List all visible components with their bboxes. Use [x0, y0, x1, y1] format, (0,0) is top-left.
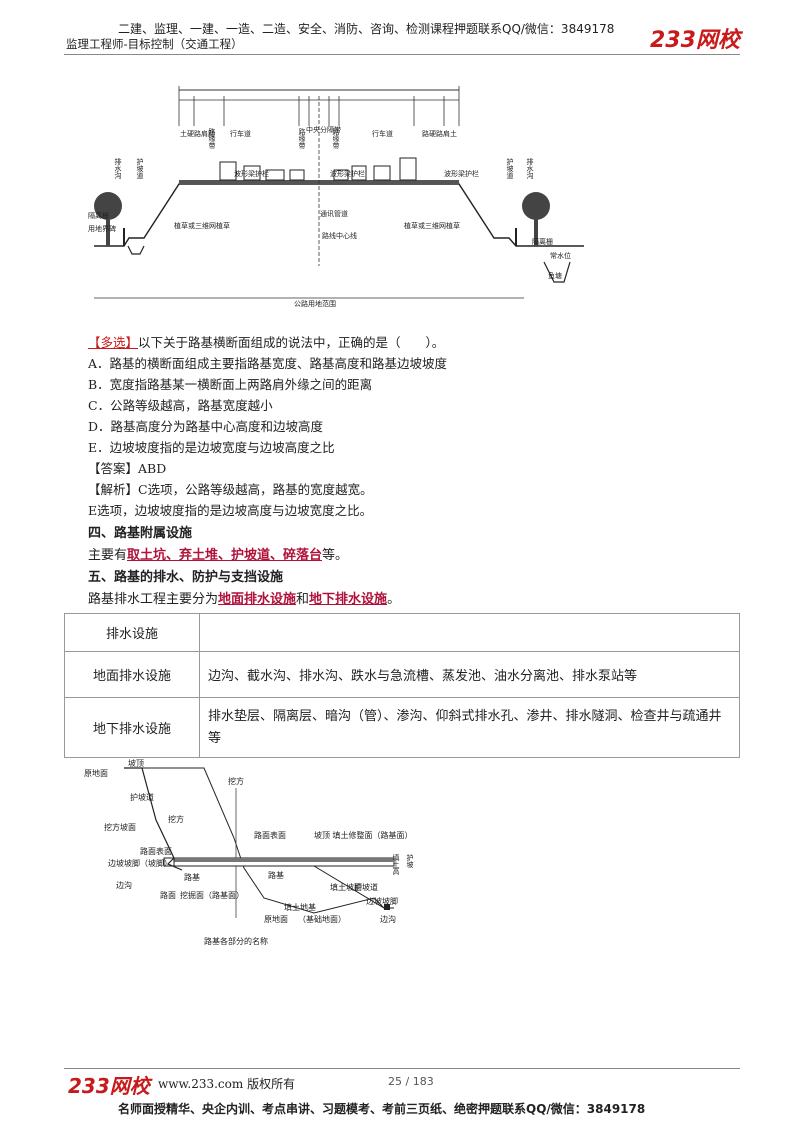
- label-lane-r: 行车道: [372, 129, 393, 138]
- label-ditch-l: 排水沟: [114, 157, 122, 180]
- header-logo: 233网校: [650, 28, 740, 53]
- section4-pre: 主要有: [88, 548, 128, 563]
- section4-post: 等。: [322, 548, 349, 563]
- section5-post: 。: [387, 592, 401, 607]
- label-fence-r: 隔离栅: [532, 237, 553, 246]
- table-row: 地面排水设施 边沟、截水沟、排水沟、跌水与急流槽、蒸发池、油水分离池、排水泵站等: [64, 651, 740, 698]
- subgrade-parts-figure: 坡顶 原地面 护坡道 挖方 挖方 挖方坡面 路面表面 边坡坡脚（坡脚） 边沟 路…: [84, 758, 414, 946]
- answer: 【答案】ABD: [88, 461, 167, 476]
- table-header-row: 排水设施: [64, 613, 740, 652]
- label-edge-mr: 路缘带: [332, 127, 340, 150]
- label-berm-r: 护坡道: [506, 157, 514, 180]
- section4-title: 四、路基附属设施: [88, 526, 193, 541]
- road-cross-section-figure: 土硬路肩路 行车道 中央分隔带 行车道 路硬路肩土 波形梁护栏 波形梁护栏 波形…: [88, 86, 584, 308]
- question-stem: 以下关于路基横断面组成的说法中，正确的是（ ）。: [138, 335, 445, 350]
- fig2-slope-top: 坡顶 填土修整面（路基面）: [314, 830, 413, 840]
- section4-body: 主要有取土坑、弃土堆、护坡道、碎落台等。: [88, 544, 348, 563]
- label-edge-l: 路缘带: [208, 127, 216, 150]
- fig2-caption: 路基各部分的名称: [204, 936, 268, 946]
- label-guard-r: 波形梁护栏: [444, 169, 479, 178]
- header-divider: [64, 54, 740, 55]
- fig2-berm2: 护坡道: [354, 882, 378, 892]
- label-land-pile: 用地界碑: [88, 224, 116, 233]
- label-range: 公路用地范围: [294, 299, 336, 308]
- fig2-wall: 护坡: [406, 853, 414, 869]
- footer-logo: 233网校: [68, 1074, 150, 1098]
- fig2-top: 坡顶: [128, 758, 144, 768]
- option-d: D．路基高度分为路基中心高度和边坡高度: [88, 419, 324, 434]
- fig2-excav-surface: 挖掘面（路基面）: [180, 890, 244, 900]
- drainage-table: 排水设施 地面排水设施 边沟、截水沟、排水沟、跌水与急流槽、蒸发池、油水分离池、…: [64, 613, 740, 758]
- footer-divider: [64, 1068, 740, 1069]
- label-grass-r: 植草或三维网植草: [404, 221, 460, 230]
- page-number: 25 / 183: [388, 1075, 434, 1088]
- option-e: E．边坡坡度指的是边坡宽度与边坡高度之比: [88, 440, 335, 455]
- fig2-fill-h: 填土高: [392, 853, 400, 876]
- fig2-cut2: 挖方: [168, 814, 184, 824]
- analysis-1: 【解析】C选项，公路等级越高，路基的宽度越宽。: [88, 482, 373, 497]
- fig2-orig-ground: 原地面: [264, 914, 288, 924]
- label-fence: 隔离栅: [88, 211, 109, 220]
- fig2-fill-base: 填土地基: [284, 902, 316, 912]
- label-median: 中央分隔带: [306, 125, 341, 134]
- label-berm-l: 护坡道: [136, 157, 144, 180]
- option-a: A．路基的横断面组成主要指路基宽度、路基高度和路基边坡坡度: [88, 356, 448, 371]
- fig2-toe: 边坡坡脚（坡脚）: [108, 858, 172, 868]
- label-shoulder-r: 路硬路肩土: [422, 129, 457, 138]
- fig2-cut: 挖方: [228, 776, 244, 786]
- label-grass-l: 植草或三维网植草: [174, 221, 230, 230]
- label-edge-ml: 路缘带: [298, 127, 306, 150]
- header-subtitle: 监理工程师-目标控制（交通工程）: [66, 37, 243, 51]
- fig2-fill-slope: 填土坡面: [330, 882, 362, 892]
- table-cell: 边沟、截水沟、排水沟、跌水与急流槽、蒸发池、油水分离池、排水泵站等: [199, 651, 740, 698]
- header-banner: 二建、监理、一建、一造、二造、安全、消防、咨询、检测课程押题联系QQ/微信：38…: [118, 22, 615, 36]
- fig2-toe2: 边坡坡脚: [366, 896, 398, 906]
- section5-title: 五、路基的排水、防护与支挡设施: [88, 570, 284, 585]
- option-c: C．公路等级越高，路基宽度越小: [88, 398, 273, 413]
- fig2-subgrade: 路基: [184, 872, 200, 882]
- label-lane-l: 行车道: [230, 129, 251, 138]
- label-centerline: 路线中心线: [322, 231, 357, 240]
- label-cable: 通讯管道: [320, 209, 348, 218]
- svg-text:土硬路肩路 行车道 中央分隔带 行车: 土硬路肩路 行车道 中央分隔带 行车道 路硬路肩土 波形梁护栏 波形梁护栏 波形…: [88, 125, 573, 308]
- table-header-cell: 排水设施: [64, 613, 200, 652]
- section5-body: 路基排水工程主要分为地面排水设施和地下排水设施。: [88, 588, 400, 607]
- option-b: B．宽度指路基某一横断面上两路肩外缘之间的距离: [88, 377, 373, 392]
- label-ditch-r: 排水沟: [526, 157, 534, 180]
- label-shoulder-l: 土硬路肩路: [180, 129, 215, 138]
- label-pond: 鱼塘: [548, 271, 562, 280]
- fig2-base: （基础地面）: [298, 914, 346, 924]
- table-cell: 地下排水设施: [64, 697, 200, 758]
- section5-b: 地下排水设施: [309, 592, 388, 607]
- table-cell: 地面排水设施: [64, 651, 200, 698]
- fig2-road-surface2: 路面表面: [254, 830, 286, 840]
- fig2-road: 路面: [160, 890, 176, 900]
- fig2-ground: 原地面: [84, 768, 108, 778]
- fig2-ditch: 边沟: [116, 880, 132, 890]
- fig2-berm: 护坡道: [130, 792, 154, 802]
- fig2-cut-slope: 挖方坡面: [104, 822, 136, 832]
- section5-mid: 和: [296, 592, 310, 607]
- question-tag: 【多选】: [88, 335, 139, 350]
- fig2-road-surface: 路面表面: [140, 846, 172, 856]
- footer-promo: 名师面授精华、央企内训、考点串讲、习题模考、考前三页纸、绝密押题联系QQ/微信：…: [118, 1102, 646, 1116]
- fig2-subgrade2: 路基: [268, 870, 284, 880]
- section5-pre: 路基排水工程主要分为: [88, 592, 219, 607]
- analysis-2: E选项，边坡坡度指的是边坡高度与边坡宽度之比。: [88, 503, 373, 518]
- label-guard-l: 波形梁护栏: [234, 169, 269, 178]
- section5-a: 地面排水设施: [218, 592, 297, 607]
- label-water: 常水位: [550, 251, 571, 260]
- table-row: 地下排水设施 排水垫层、隔离层、暗沟（管）、渗沟、仰斜式排水孔、渗井、排水隧洞、…: [64, 697, 740, 758]
- question-stem-line: 【多选】以下关于路基横断面组成的说法中，正确的是（ ）。: [88, 332, 444, 351]
- fig2-ditch2: 边沟: [380, 914, 396, 924]
- footer-site: www.233.com 版权所有: [158, 1077, 296, 1091]
- table-cell: 排水垫层、隔离层、暗沟（管）、渗沟、仰斜式排水孔、渗井、排水隧洞、检查井与疏通井…: [199, 697, 740, 758]
- table-header-cell: [199, 613, 740, 652]
- section4-items: 取土坑、弃土堆、护坡道、碎落台: [127, 548, 323, 563]
- label-guard-m: 波形梁护栏: [330, 169, 365, 178]
